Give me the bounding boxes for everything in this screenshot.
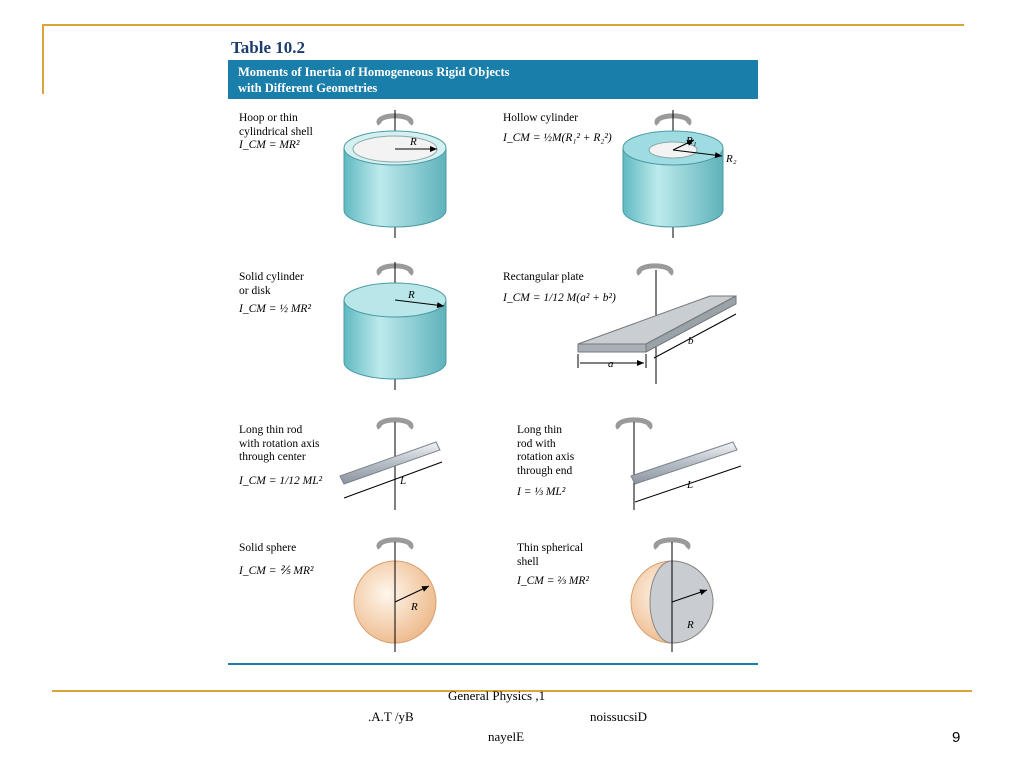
table-title: Table 10.2: [231, 38, 306, 57]
table-heading-line-2: with Different Geometries: [238, 81, 378, 95]
rod-center-figure: L: [339, 417, 443, 510]
rod-center-formula: I_CM = 1/12 ML²: [239, 475, 323, 487]
footer-course: General Physics ,1: [448, 688, 546, 703]
frame-top-rule: [42, 24, 964, 26]
shell-formula: I_CM = ⅔ MR²: [517, 575, 589, 587]
page-number: 9: [952, 729, 961, 746]
hollow-r1-label: R₁: [685, 135, 697, 147]
hoop-formula: I_CM = MR²: [239, 139, 300, 151]
footer-rule: [52, 690, 972, 692]
rotation-arrow-icon: [615, 417, 653, 430]
hoop-figure: R: [343, 110, 447, 238]
plate-label: Rectangular plate: [503, 271, 584, 283]
footer-name: nayelE: [488, 729, 525, 744]
rod-end-figure: L: [615, 417, 742, 510]
footer-discussion: noissucsiD: [590, 709, 648, 724]
shell-radius-label: R: [686, 619, 694, 631]
rotation-arrow-icon: [653, 537, 691, 550]
sphere-formula: I_CM = ⅖ MR²: [239, 565, 314, 577]
frame-left-rule: [42, 24, 44, 94]
rod-center-length-label: L: [399, 475, 406, 487]
rod-end-length-label: L: [686, 479, 693, 491]
rotation-arrow-icon: [376, 417, 414, 430]
rod-center-label: Long thin rod with rotation axis through…: [239, 424, 320, 463]
plate-formula: I_CM = 1/12 M(a² + b²): [503, 292, 616, 304]
hollow-r2-label: R₂: [725, 153, 737, 165]
solid-cylinder-formula: I_CM = ½ MR²: [239, 303, 311, 315]
sphere-radius-label: R: [410, 601, 418, 613]
hoop-label: Hoop or thin cylindrical shell: [239, 112, 313, 138]
table-heading-line-1: Moments of Inertia of Homogeneous Rigid …: [238, 65, 510, 79]
sphere-figure: R: [353, 537, 437, 652]
hoop-radius-label: R: [409, 136, 417, 148]
hollow-formula: I_CM = ½M(R₁² + R₂²): [503, 132, 612, 144]
plate-a-label: a: [608, 358, 614, 370]
hollow-figure: R₁ R₂: [622, 110, 737, 238]
shell-label: Thin spherical shell: [517, 542, 584, 568]
rod-end-formula: I = ⅓ ML²: [517, 486, 566, 498]
solid-cylinder-radius-label: R: [407, 289, 415, 301]
rod-end-label: Long thin rod with rotation axis through…: [517, 424, 575, 477]
table-bottom-rule: [228, 663, 758, 665]
sphere-label: Solid sphere: [239, 542, 297, 554]
rotation-arrow-icon: [636, 263, 674, 276]
shell-figure: R: [630, 537, 714, 652]
plate-figure: a b: [577, 263, 737, 384]
solid-cylinder-label: Solid cylinder or disk: [239, 271, 304, 297]
solid-cylinder-figure: R: [343, 262, 447, 390]
plate-b-label: b: [688, 335, 694, 347]
rotation-arrow-icon: [376, 537, 414, 550]
table-heading: Moments of Inertia of Homogeneous Rigid …: [228, 60, 758, 99]
hollow-label: Hollow cylinder: [503, 112, 579, 124]
footer-author: .A.T /yB: [368, 709, 414, 724]
